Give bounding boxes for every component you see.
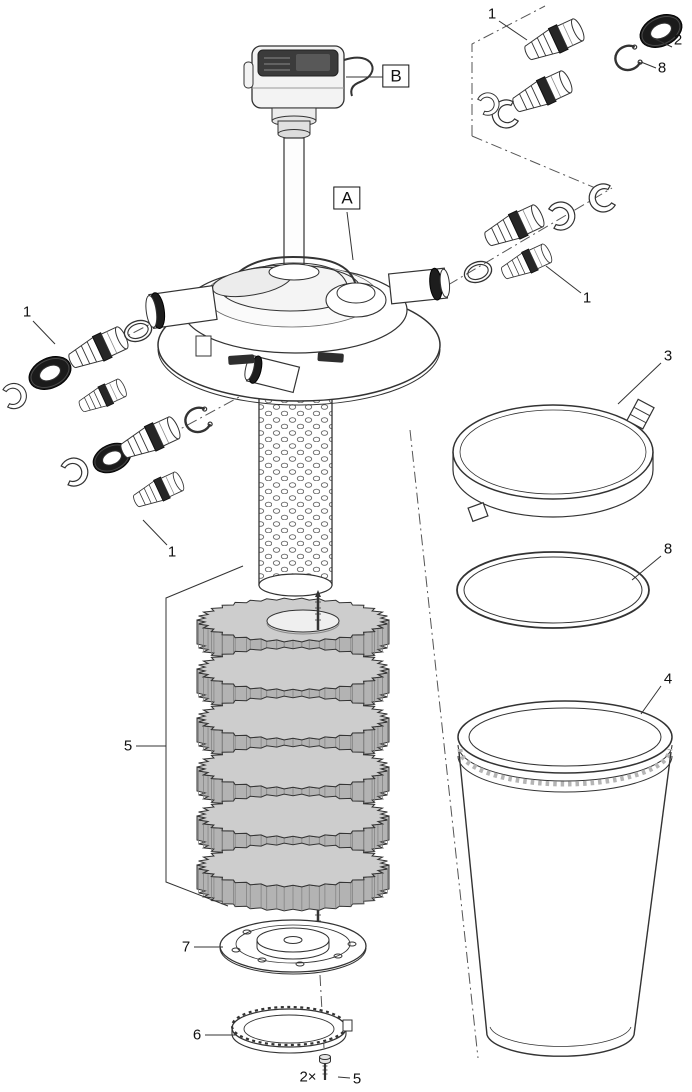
- part-label-bottom-plate: 7: [181, 938, 191, 956]
- bottom-plate: [219, 919, 367, 975]
- retaining-ring: [230, 1005, 353, 1054]
- part-label-foam-stack: 5: [123, 737, 133, 755]
- part-label-fitting-lower-left: 1: [167, 543, 177, 561]
- part-label-cap-nut: 2: [673, 31, 683, 49]
- o-ring-small: [460, 257, 496, 287]
- fitting-group-top-right: [476, 7, 688, 132]
- clip-shell: [1, 380, 30, 412]
- riser-pipe: [283, 137, 305, 275]
- fitting-group-lower-left: [59, 403, 215, 513]
- clamp-tab: [467, 501, 489, 523]
- part-label-screw: 5: [352, 1070, 362, 1088]
- hose-tail: [508, 67, 576, 119]
- lid-assembly: [145, 255, 451, 406]
- clip-shell: [59, 453, 93, 490]
- foam-disc: [196, 842, 390, 912]
- inlet-port: [145, 285, 218, 329]
- strainer-pipe: [258, 387, 333, 597]
- center-rod: [315, 590, 321, 929]
- callout-a: A: [333, 186, 361, 210]
- circlip: [610, 41, 645, 75]
- clip-shell: [585, 181, 617, 216]
- hose-tail: [497, 241, 555, 285]
- clamp-latch: [626, 398, 655, 430]
- o-ring-large: [456, 551, 650, 629]
- hose-tail: [480, 201, 548, 253]
- part-label-container: 4: [663, 670, 673, 688]
- outlet-port: [387, 267, 451, 305]
- clip-shell: [547, 198, 579, 233]
- hose-tail: [129, 469, 187, 513]
- cleaning-unit: [243, 45, 374, 139]
- part-label-circlip: 8: [657, 59, 667, 77]
- hose-tail: [116, 413, 184, 465]
- screw: [319, 1054, 331, 1080]
- clamp-ring: [452, 398, 655, 523]
- part-label-clamp-ring: 3: [663, 347, 673, 365]
- hose-tail: [64, 323, 132, 375]
- callout-b: B: [382, 64, 410, 88]
- power-cable: [343, 56, 374, 97]
- hose-tail: [520, 15, 588, 67]
- part-label-retaining-ring: 6: [192, 1026, 202, 1044]
- dirt-outlet-port: [244, 354, 301, 394]
- part-label-fitting-right: 1: [582, 289, 592, 307]
- part-label-o-ring: 8: [663, 540, 673, 558]
- fitting-group-right: [460, 181, 617, 287]
- foam-stack-bracket: [165, 565, 244, 907]
- leader-lines: [32, 20, 673, 1079]
- screw-quantity: 2×: [299, 1068, 317, 1086]
- foam-stack: [196, 597, 390, 912]
- part-label-fitting-top-right: 1: [487, 5, 497, 23]
- filter-container: [457, 700, 673, 1057]
- part-label-fitting-left: 1: [22, 303, 32, 321]
- circlip: [180, 403, 215, 437]
- fitting-group-left: [1, 316, 156, 418]
- hose-tail: [75, 376, 130, 418]
